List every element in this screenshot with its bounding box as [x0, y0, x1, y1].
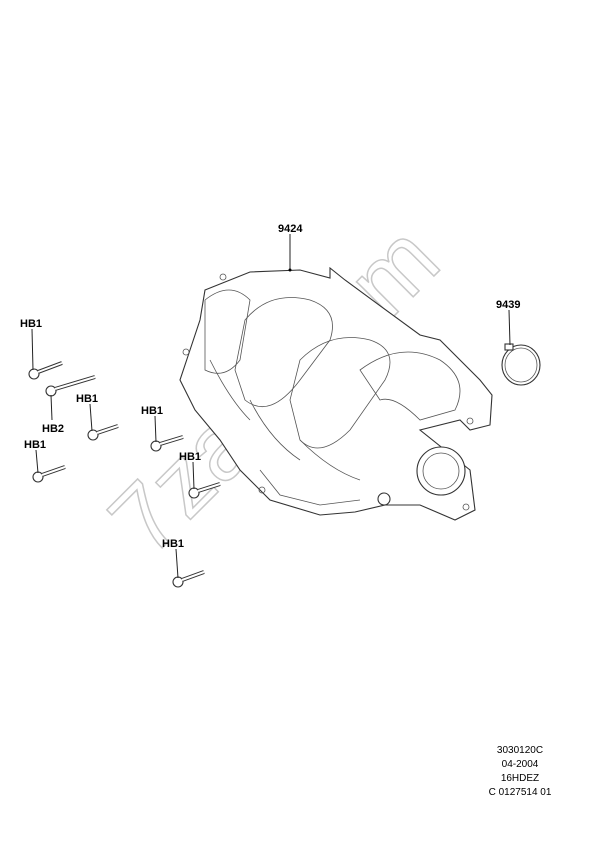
callout-9424: 9424: [278, 223, 303, 235]
callout-hb2: HB2: [42, 423, 64, 435]
reference-engine: 16HDEZ: [500, 773, 540, 784]
reference-number: C 0127514 01: [488, 787, 552, 798]
intake-manifold-drawing: [179, 266, 493, 521]
callout-hb1-a: HB1: [20, 318, 42, 330]
leader-lines: [31, 234, 511, 579]
callout-hb1-b: HB1: [76, 393, 98, 405]
callout-9439: 9439: [496, 299, 520, 311]
reference-code: 3030120C: [496, 745, 544, 756]
bolt-drawing: [28, 361, 221, 588]
reference-date: 04-2004: [501, 759, 539, 770]
callout-hb1-e: HB1: [179, 451, 201, 463]
hose-clamp-drawing: [501, 343, 541, 386]
drawing-reference-block: 3030120C 04-2004 16HDEZ C 0127514 01: [460, 744, 580, 800]
callout-hb1-f: HB1: [162, 538, 184, 550]
callout-hb1-c: HB1: [24, 439, 46, 451]
callout-hb1-d: HB1: [141, 405, 163, 417]
